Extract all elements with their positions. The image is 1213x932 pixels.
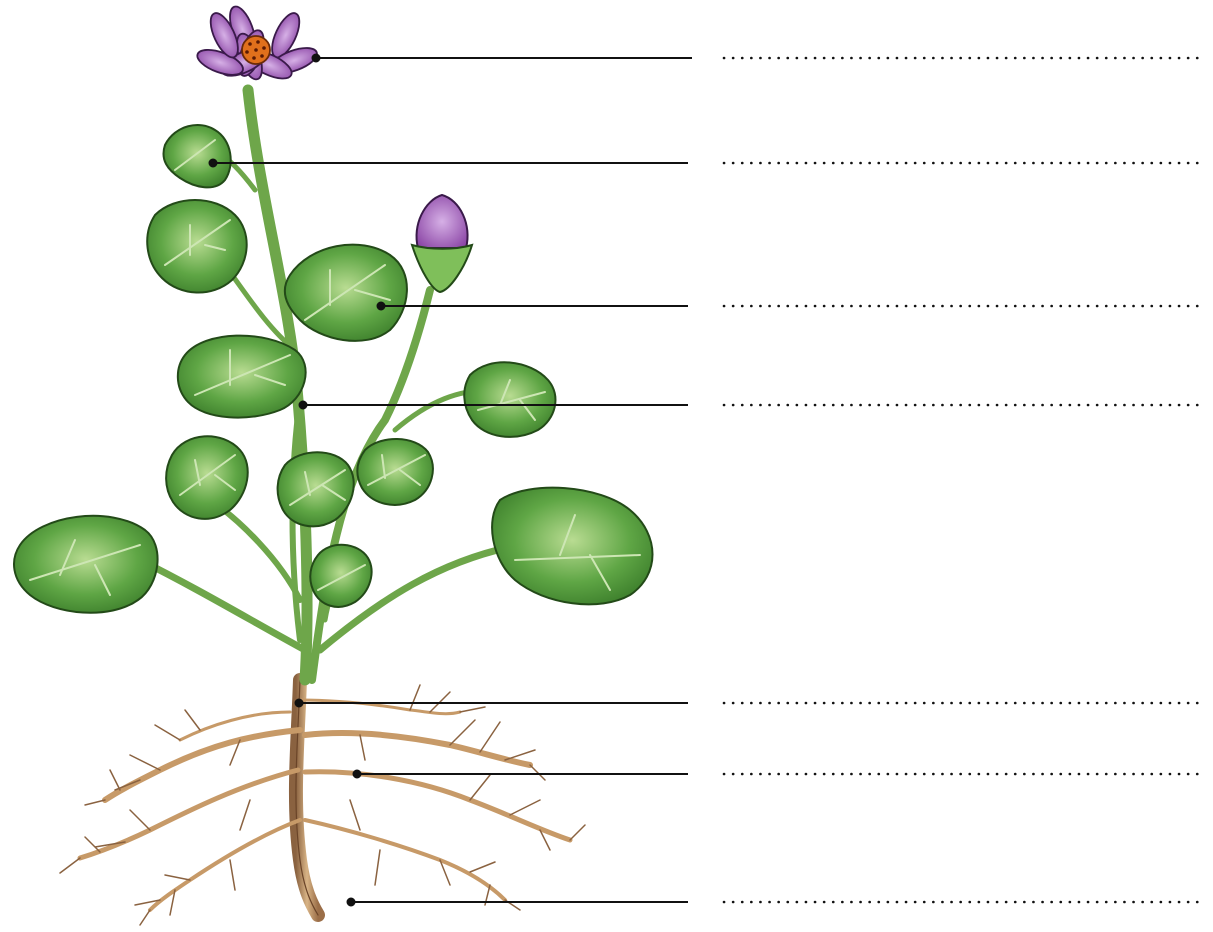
leaf-bottom-right xyxy=(492,488,652,605)
flower xyxy=(194,3,320,84)
answer-blanks[interactable] xyxy=(724,58,1206,902)
leaf-upper-left xyxy=(147,200,246,293)
flower-bud xyxy=(412,195,472,292)
root-system xyxy=(60,680,585,925)
leaf-top-small xyxy=(163,125,230,187)
leaf-lower-left-small xyxy=(166,436,248,519)
leaf-lower-middle-right xyxy=(357,439,432,505)
leaf-bottom-center-small xyxy=(310,545,371,607)
leaf-bottom-left xyxy=(14,516,158,613)
leaf-middle-right xyxy=(464,362,555,437)
leaf-middle-left xyxy=(178,336,306,418)
